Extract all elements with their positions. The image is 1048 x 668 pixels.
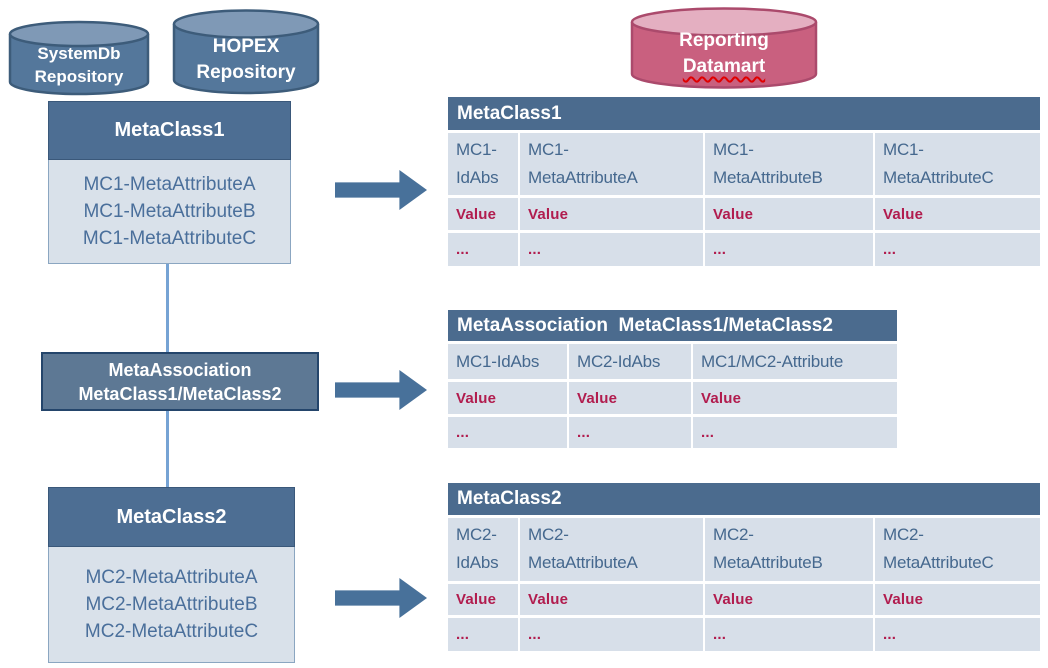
database-cylinder-icon xyxy=(8,20,150,96)
table-cell: ... xyxy=(693,417,897,448)
table-metaassociation-title: MetaAssociation MetaClass1/MetaClass2 xyxy=(448,310,897,341)
datamart-label-line1: Reporting xyxy=(679,30,769,51)
table-metaclass1-title: MetaClass1 xyxy=(448,97,1040,130)
table-row: Value Value Value xyxy=(448,382,897,414)
metaclass2-attribute-list: MC2-MetaAttributeA MC2-MetaAttributeB MC… xyxy=(48,547,295,663)
table-row: ... ... ... xyxy=(448,417,897,448)
metaassociation-title-line2: MetaClass1/MetaClass2 xyxy=(78,383,282,404)
metaclass2-attribute: MC2-MetaAttributeB xyxy=(85,594,258,615)
database-cylinder-icon xyxy=(630,7,818,89)
column-header: MC1-MetaAttributeC xyxy=(875,133,1040,195)
table-cell: ... xyxy=(448,618,518,651)
reporting-datamart-cylinder: Reporting Datamart xyxy=(630,6,818,91)
column-header: MC2-MetaAttributeA xyxy=(520,518,703,581)
metaclass1-attribute-list: MC1-MetaAttributeA MC1-MetaAttributeB MC… xyxy=(48,160,291,264)
table-row: Value Value Value Value xyxy=(448,198,1040,230)
table-metaclass2: MetaClass2 MC2-IdAbs MC2-MetaAttributeA … xyxy=(448,483,1040,651)
right-arrow-icon xyxy=(335,578,427,618)
table-cell: Value xyxy=(705,198,873,230)
column-header: MC1-MetaAttributeA xyxy=(520,133,703,195)
column-header: MC2-MetaAttributeB xyxy=(705,518,873,581)
column-header: MC2-IdAbs xyxy=(448,518,518,581)
table-cell: Value xyxy=(448,584,518,615)
table-cell: ... xyxy=(448,417,567,448)
table-cell: ... xyxy=(448,233,518,266)
systemdb-label-line1: SystemDb xyxy=(37,44,121,63)
systemdb-repository-cylinder: SystemDb Repository xyxy=(8,20,150,96)
table-metaclass2-title: MetaClass2 xyxy=(448,483,1040,515)
table-metaclass1: MetaClass1 MC1-IdAbs MC1-MetaAttributeA … xyxy=(448,97,1040,266)
hopex-repository-cylinder: HOPEX Repository xyxy=(172,8,320,96)
table-cell: ... xyxy=(520,618,703,651)
metaclass1-entity-box: MetaClass1 MC1-MetaAttributeA MC1-MetaAt… xyxy=(48,101,291,264)
datamart-label-line2: Datamart xyxy=(682,56,766,77)
right-arrow-icon xyxy=(335,370,427,410)
metaclass1-attribute: MC1-MetaAttributeC xyxy=(82,228,257,249)
metaclass1-entity-title: MetaClass1 xyxy=(48,101,291,160)
column-header: MC1-IdAbs xyxy=(448,344,567,379)
table-cell: ... xyxy=(520,233,703,266)
metaclass2-attribute: MC2-MetaAttributeA xyxy=(85,567,258,588)
table-row: ... ... ... ... xyxy=(448,233,1040,266)
hopex-repository-label: HOPEX Repository xyxy=(172,34,320,86)
column-header: MC2-MetaAttributeC xyxy=(875,518,1040,581)
table-cell: Value xyxy=(520,584,703,615)
table-cell: ... xyxy=(705,233,873,266)
reporting-datamart-label: Reporting Datamart xyxy=(630,28,818,80)
connector-metaclass1-association xyxy=(166,264,169,352)
column-header: MC1-IdAbs xyxy=(448,133,518,195)
systemdb-repository-label: SystemDb Repository xyxy=(8,42,150,88)
database-cylinder-icon xyxy=(172,9,320,95)
table-row: ... ... ... ... xyxy=(448,618,1040,651)
table-metaclass1-header-row: MC1-IdAbs MC1-MetaAttributeA MC1-MetaAtt… xyxy=(448,133,1040,195)
metaclass2-entity-title: MetaClass2 xyxy=(48,487,295,547)
table-cell: Value xyxy=(448,198,518,230)
table-cell: ... xyxy=(875,618,1040,651)
connector-association-metaclass2 xyxy=(166,411,169,487)
table-cell: Value xyxy=(705,584,873,615)
systemdb-label-line2: Repository xyxy=(34,67,124,86)
column-header: MC1/MC2-Attribute xyxy=(693,344,897,379)
table-cell: ... xyxy=(569,417,691,448)
table-cell: Value xyxy=(448,382,567,414)
table-cell: Value xyxy=(875,584,1040,615)
table-metaclass2-header-row: MC2-IdAbs MC2-MetaAttributeA MC2-MetaAtt… xyxy=(448,518,1040,581)
table-row: Value Value Value Value xyxy=(448,584,1040,615)
column-header: MC1-MetaAttributeB xyxy=(705,133,873,195)
table-cell: ... xyxy=(875,233,1040,266)
hopex-label-line2: Repository xyxy=(196,62,296,83)
table-metaassociation-header-row: MC1-IdAbs MC2-IdAbs MC1/MC2-Attribute xyxy=(448,344,897,379)
metaclass1-attribute: MC1-MetaAttributeA xyxy=(83,174,256,195)
hopex-label-line1: HOPEX xyxy=(212,36,280,57)
metaclass2-entity-box: MetaClass2 MC2-MetaAttributeA MC2-MetaAt… xyxy=(48,487,295,663)
table-metaassociation: MetaAssociation MetaClass1/MetaClass2 MC… xyxy=(448,310,897,448)
table-cell: Value xyxy=(520,198,703,230)
table-cell: Value xyxy=(875,198,1040,230)
metaassociation-box: MetaAssociation MetaClass1/MetaClass2 xyxy=(41,352,319,411)
metaassociation-title-line1: MetaAssociation xyxy=(108,359,252,380)
table-cell: Value xyxy=(569,382,691,414)
right-arrow-icon xyxy=(335,170,427,210)
table-cell: ... xyxy=(705,618,873,651)
column-header: MC2-IdAbs xyxy=(569,344,691,379)
table-cell: Value xyxy=(693,382,897,414)
metaclass1-attribute: MC1-MetaAttributeB xyxy=(83,201,256,222)
metaclass2-attribute: MC2-MetaAttributeC xyxy=(84,621,259,642)
